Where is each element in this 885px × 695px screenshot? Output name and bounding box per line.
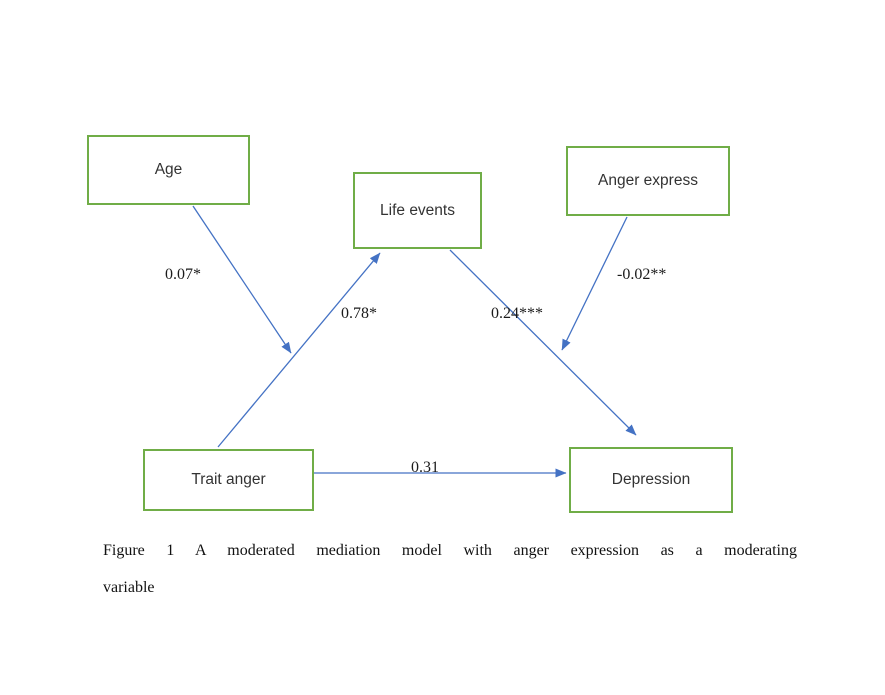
node-depression: Depression bbox=[569, 447, 733, 513]
coefficient-life-events-to-depression: 0.24*** bbox=[491, 305, 543, 322]
edge-age-to-a-path bbox=[192, 205, 292, 354]
coefficient-anger-express-moderation: -0.02** bbox=[617, 266, 667, 283]
figure-caption-line2: variable bbox=[103, 579, 155, 596]
node-age: Age bbox=[87, 135, 250, 205]
node-life-events-label: Life events bbox=[380, 201, 455, 219]
node-anger-express: Anger express bbox=[566, 146, 730, 216]
node-depression-label: Depression bbox=[611, 471, 691, 488]
coefficient-trait-anger-to-life-events: 0.78* bbox=[341, 305, 377, 322]
coefficient-trait-anger-to-depression: 0.31 bbox=[411, 459, 439, 476]
figure-caption-line1: Figure 1 A moderated mediation model wit… bbox=[103, 542, 797, 559]
node-trait-anger: Trait anger bbox=[143, 449, 314, 511]
node-life-events: Life events bbox=[353, 172, 482, 249]
edge-life-events-to-depression bbox=[449, 249, 637, 436]
coefficient-age-path: 0.07* bbox=[165, 266, 201, 283]
node-trait-anger-label: Trait anger bbox=[191, 471, 266, 488]
node-anger-express-label: Anger express bbox=[598, 172, 698, 189]
edge-trait-anger-to-life-events bbox=[217, 252, 381, 448]
edge-anger-express-to-b-path bbox=[561, 216, 628, 351]
node-age-label: Age bbox=[154, 161, 183, 178]
